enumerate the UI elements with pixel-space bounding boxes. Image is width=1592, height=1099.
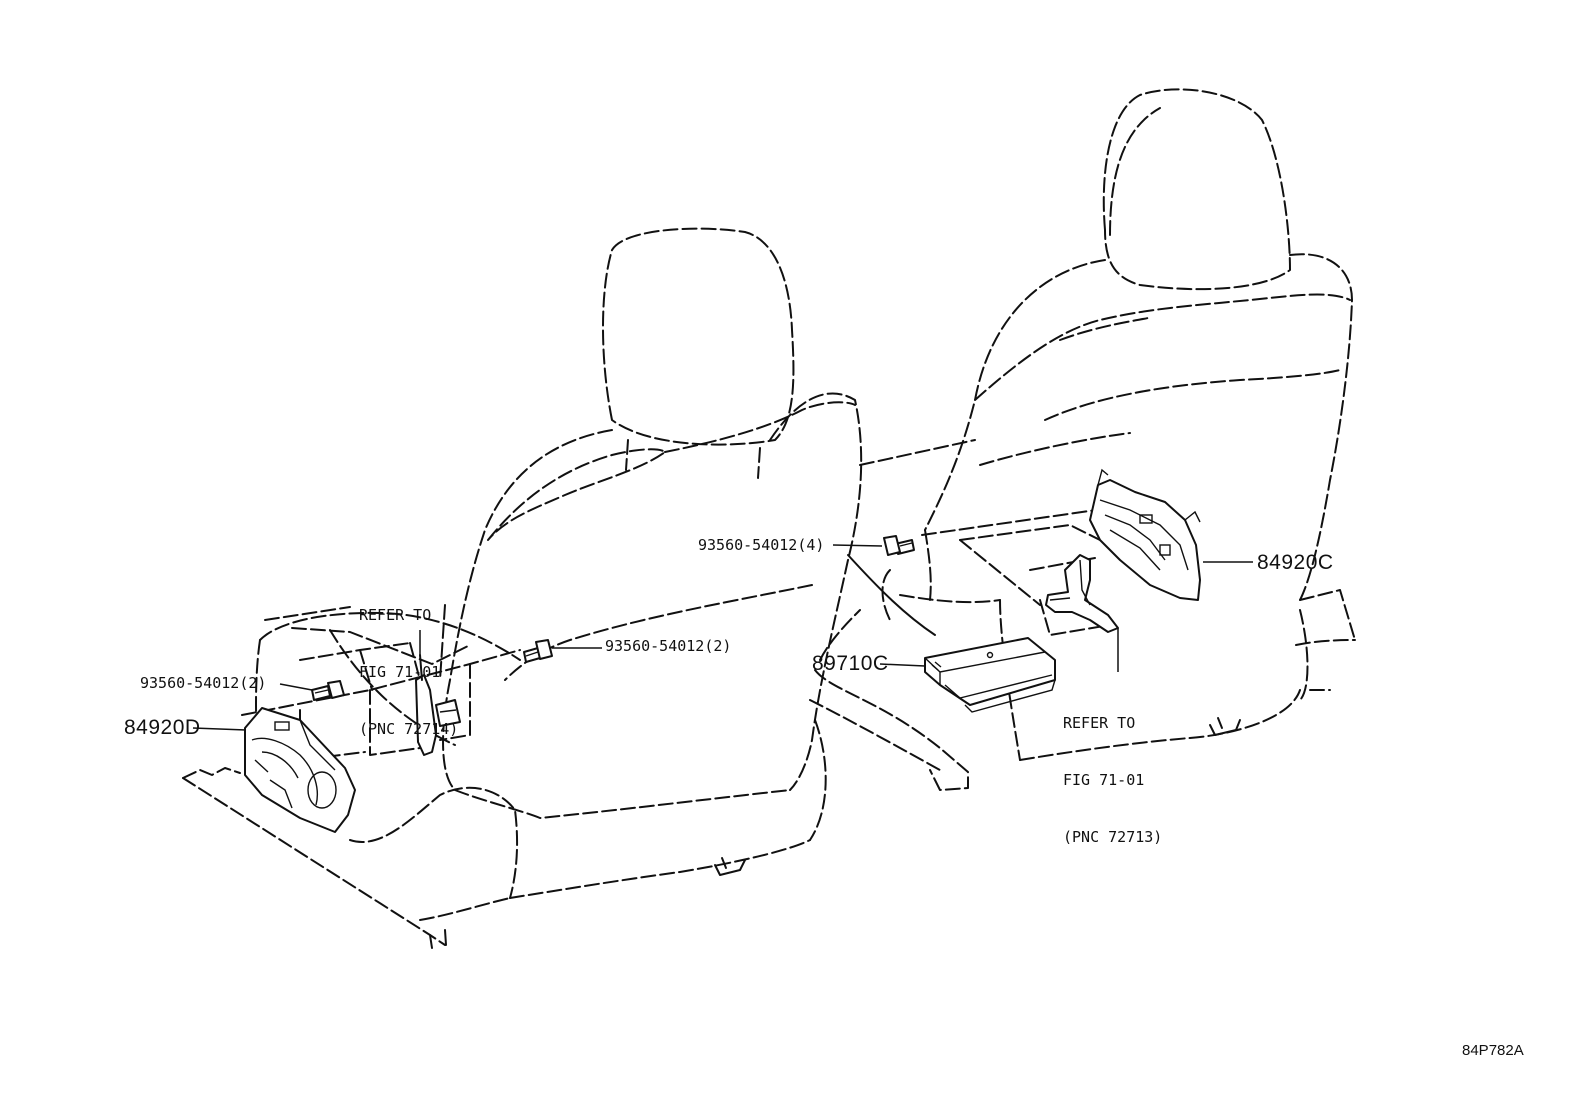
refer-left-line-1: REFER TO: [359, 606, 432, 624]
leader-lines: [192, 544, 1253, 731]
bolt-left-upper[interactable]: [523, 639, 553, 663]
label-84920c: 84920C: [1257, 551, 1334, 574]
refer-note-right: REFER TO FIG 71-01 (PNC 72713): [1063, 676, 1162, 866]
seat-switch-84920c[interactable]: [1089, 468, 1201, 601]
left-seat-outline: [182, 227, 863, 949]
diagram-code: 84P782A: [1462, 1042, 1524, 1059]
label-89710c: 89710C: [812, 652, 889, 675]
refer-right-line-1: REFER TO: [1063, 714, 1136, 732]
refer-left-line-2: FIG 71-01: [359, 663, 441, 681]
right-explode-lines: [847, 509, 1111, 636]
label-bolt-left-upper: 93560-54012(2): [605, 637, 732, 655]
refer-left-line-3: (PNC 72714): [359, 720, 459, 738]
bolt-left-lower[interactable]: [311, 680, 345, 701]
right-seat-outline: [809, 88, 1356, 791]
bolt-right[interactable]: [883, 535, 915, 556]
ecu-module-89710c[interactable]: [924, 637, 1056, 713]
label-84920d: 84920D: [124, 716, 201, 739]
label-bolt-left-lower: 93560-54012(2): [140, 674, 267, 692]
refer-note-left: REFER TO FIG 71-01 (PNC 72714): [359, 568, 458, 758]
seat-switch-84920d[interactable]: [244, 707, 356, 833]
refer-right-line-3: (PNC 72713): [1063, 828, 1163, 846]
refer-right-line-2: FIG 71-01: [1063, 771, 1145, 789]
right-seat-bracket: [1045, 554, 1119, 633]
label-bolt-right: 93560-54012(4): [698, 536, 825, 554]
left-seat-bracket: [415, 654, 461, 756]
